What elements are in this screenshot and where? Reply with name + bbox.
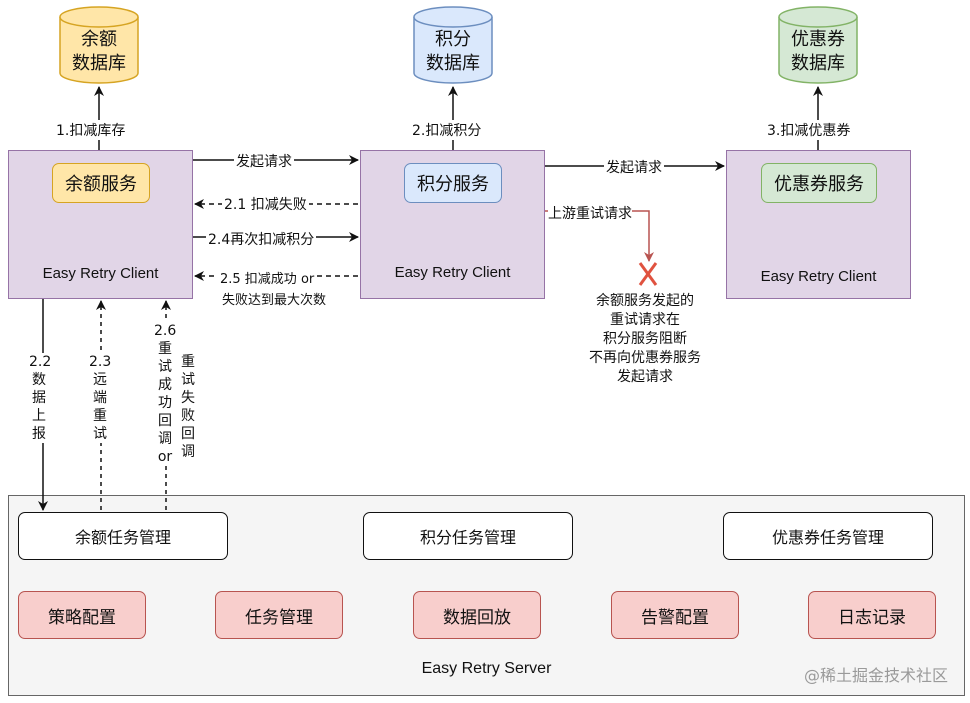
points-service-pill[interactable]: 积分服务 <box>404 163 502 203</box>
database-cylinder-icon <box>778 6 858 84</box>
easy-retry-client-label: Easy Retry Client <box>394 264 511 281</box>
blocked-x-icon <box>638 262 658 286</box>
points-service-container: 积分服务 Easy Retry Client <box>360 150 545 299</box>
alert-config-box[interactable]: 告警配置 <box>611 591 739 639</box>
request-label: 发起请求 <box>604 157 664 177</box>
task-management-box[interactable]: 任务管理 <box>215 591 343 639</box>
deduct-fail-label: 2.1 扣减失败 <box>222 194 309 214</box>
balance-service-pill[interactable]: 余额服务 <box>52 163 150 203</box>
easy-retry-client-label: Easy Retry Client <box>760 268 877 285</box>
database-label: 优惠券数据库 <box>791 29 845 74</box>
server-label: Easy Retry Server <box>421 660 552 677</box>
strategy-config-box[interactable]: 策略配置 <box>18 591 146 639</box>
remote-retry-label: 2.3 远 端 重 试 <box>89 353 112 443</box>
database-label: 积分数据库 <box>426 29 480 74</box>
deduct-balance-label: 1.扣减库存 <box>56 120 126 140</box>
data-report-label: 2.2 数 据 上 报 <box>29 353 52 443</box>
data-replay-box[interactable]: 数据回放 <box>413 591 541 639</box>
balance-database: 余额数据库 <box>59 6 139 84</box>
database-cylinder-icon <box>59 6 139 84</box>
database-label: 余额数据库 <box>72 29 126 74</box>
points-database: 积分数据库 <box>413 6 493 84</box>
deduct-coupon-label: 3.扣减优惠券 <box>767 120 851 140</box>
coupon-service-container: 优惠券服务 Easy Retry Client <box>726 150 911 299</box>
easy-retry-client-label: Easy Retry Client <box>42 265 159 282</box>
database-cylinder-icon <box>413 6 493 84</box>
points-task-management[interactable]: 积分任务管理 <box>363 512 573 560</box>
deduct-again-label: 2.4再次扣减积分 <box>206 229 317 249</box>
callback-label-line2: 失败达到最大次数 <box>222 293 327 308</box>
log-record-box[interactable]: 日志记录 <box>808 591 936 639</box>
retry-fail-label: 重 试 失 败 回 调 <box>181 354 195 460</box>
request-label: 发起请求 <box>234 151 294 171</box>
upstream-retry-label: 上游重试请求 <box>548 203 632 223</box>
watermark: @稀土掘金技术社区 <box>803 666 948 685</box>
balance-service-container: 余额服务 Easy Retry Client <box>8 150 193 299</box>
coupon-service-pill[interactable]: 优惠券服务 <box>761 163 877 203</box>
deduct-points-label: 2.扣减积分 <box>412 120 482 140</box>
blocked-note: 余额服务发起的 重试请求在 积分服务阻断 不再向优惠券服务 发起请求 <box>589 293 701 385</box>
coupon-database: 优惠券数据库 <box>778 6 858 84</box>
balance-task-management[interactable]: 余额任务管理 <box>18 512 228 560</box>
callback-label-line1: 2.5 扣减成功 or <box>218 268 317 287</box>
retry-success-label: 2.6 重 试 成 功 回 调 or <box>154 322 177 466</box>
coupon-task-management[interactable]: 优惠券任务管理 <box>723 512 933 560</box>
